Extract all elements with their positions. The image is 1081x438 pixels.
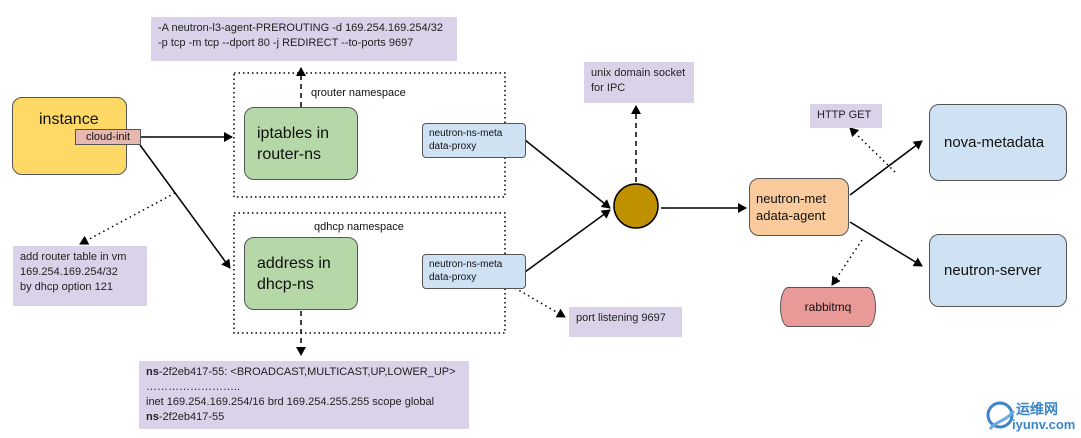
- unix-socket-note: unix domain socket for IPC: [584, 62, 694, 103]
- dotted-cloudinit-to-router-table: [79, 192, 176, 245]
- watermark: 运维网 iyunv.com: [986, 397, 1078, 437]
- ns-interface-flags: -2f2eb417-55: <BROADCAST,MULTICAST,UP,LO…: [158, 366, 456, 378]
- address-label: address in dhcp-ns: [257, 254, 331, 293]
- instance-label: instance: [39, 111, 99, 128]
- metadata-agent-node: neutron-met adata-agent: [749, 178, 849, 236]
- ipc-hub: [613, 183, 659, 229]
- arrow-agent-to-neutron-server: [849, 221, 923, 267]
- qdhcp-namespace-frame: [233, 212, 506, 334]
- ns-inet: inet 169.254.169.254/16 brd 169.254.255.…: [146, 396, 435, 408]
- ns-interface-name: -2f2eb417-55: [158, 411, 225, 423]
- arrow-cloudinit-to-address: [139, 144, 231, 269]
- neutron-server-node: neutron-server: [929, 234, 1067, 307]
- http-get-note: HTTP GET: [810, 104, 882, 128]
- nova-metadata-label: nova-metadata: [944, 134, 1045, 151]
- watermark-url: iyunv.com: [1012, 417, 1076, 432]
- ns-prefix: ns: [146, 366, 159, 378]
- cloud-init-chip: cloud-init: [75, 129, 141, 145]
- nova-metadata-node: nova-metadata: [929, 104, 1067, 181]
- router-table-note: add router table in vm 169.254.169.254/3…: [13, 246, 147, 306]
- rabbitmq-node: rabbitmq: [780, 287, 876, 327]
- qrouter-namespace-label: qrouter namespace: [309, 87, 408, 99]
- dotted-agent-to-http-get: [849, 127, 896, 173]
- ns-prefix-2: ns: [146, 411, 159, 423]
- watermark-logo-icon: [986, 401, 1016, 430]
- arrow-proxy-bottom-to-hub: [524, 209, 611, 273]
- iptables-label: iptables in router-ns: [257, 124, 330, 163]
- arrow-proxy-top-to-hub: [524, 139, 611, 209]
- neutron-server-label: neutron-server: [944, 262, 1042, 279]
- dotted-agent-to-rabbitmq: [831, 239, 863, 286]
- watermark-name: 运维网: [1016, 401, 1058, 417]
- qdhcp-namespace-label: qdhcp namespace: [312, 221, 406, 233]
- ns-info-note: ns-2f2eb417-55: <BROADCAST,MULTICAST,UP,…: [139, 361, 469, 429]
- proxy-top-node: neutron-ns-meta data-proxy: [422, 123, 526, 158]
- proxy-bottom-node: neutron-ns-meta data-proxy: [422, 254, 526, 289]
- arrow-agent-to-nova: [849, 140, 923, 196]
- iptables-node: iptables in router-ns: [244, 107, 358, 180]
- ns-ellipsis: ……………………..: [146, 381, 241, 393]
- rabbitmq-label: rabbitmq: [804, 300, 852, 314]
- address-node: address in dhcp-ns: [244, 237, 358, 310]
- dotted-proxy-to-port-note: [514, 287, 566, 318]
- metadata-agent-label: neutron-met adata-agent: [756, 191, 827, 223]
- iptables-rule-note: -A neutron-l3-agent-PREROUTING -d 169.25…: [151, 17, 457, 61]
- port-listening-note: port listening 9697: [569, 307, 682, 337]
